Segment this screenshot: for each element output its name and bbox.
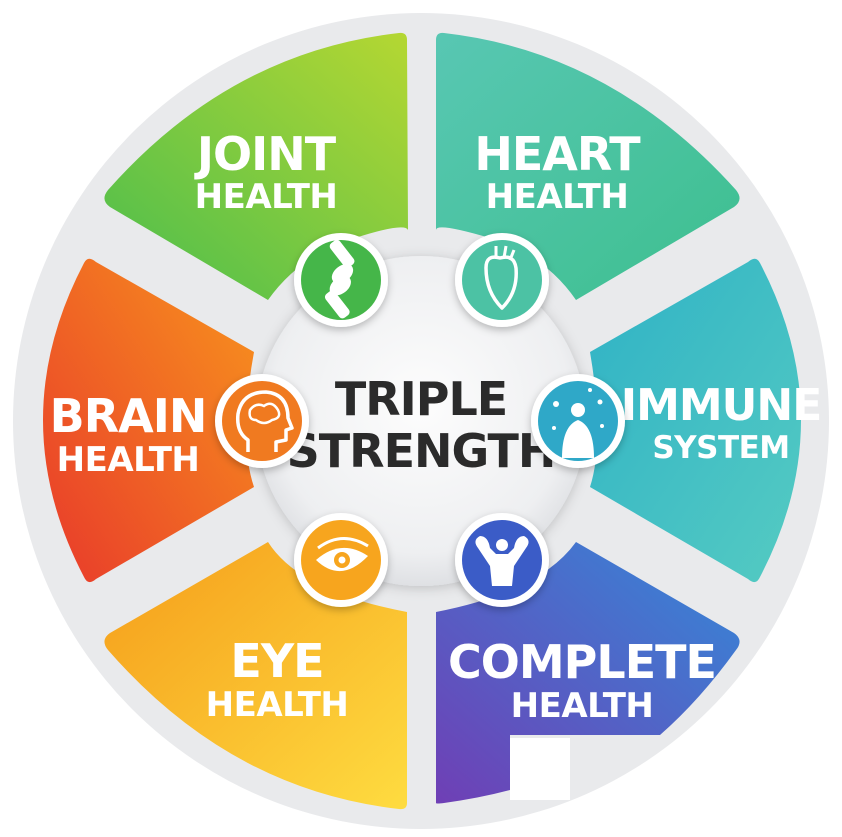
heart-icon — [455, 233, 549, 327]
immune-label-line2: SYSTEM — [652, 430, 789, 466]
brain-icon — [215, 374, 309, 468]
joint-label-line2: HEALTH — [195, 177, 338, 217]
segment-complete — [436, 542, 740, 804]
center-title-line1: TRIPLE — [335, 372, 507, 426]
segment-immune — [590, 258, 801, 583]
eye-icon — [294, 513, 388, 607]
notch — [510, 738, 570, 800]
brain-label-line2: HEALTH — [57, 440, 200, 480]
complete-label-line2: HEALTH — [511, 686, 654, 726]
eye-label-line2: HEALTH — [206, 685, 349, 725]
joint-label-line1: JOINT — [194, 127, 337, 181]
heart-label-line1: HEART — [474, 127, 641, 181]
joint-icon — [294, 233, 388, 327]
center-circle — [256, 256, 586, 586]
segment-brain — [43, 258, 254, 583]
segment-joint — [104, 32, 408, 301]
complete-label-line1: COMPLETE — [448, 635, 716, 689]
eye-label-line1: EYE — [230, 634, 323, 688]
segment-eye — [104, 542, 407, 810]
immune-icon — [531, 374, 625, 468]
immune-label-line1: IMMUNE — [621, 380, 822, 431]
heart-label-line2: HEALTH — [486, 177, 629, 217]
muscle-icon — [455, 513, 549, 607]
segment-heart — [436, 32, 740, 301]
segments — [43, 32, 801, 810]
center-title-line2: STRENGTH — [287, 424, 556, 478]
brain-label-line1: BRAIN — [50, 389, 207, 443]
